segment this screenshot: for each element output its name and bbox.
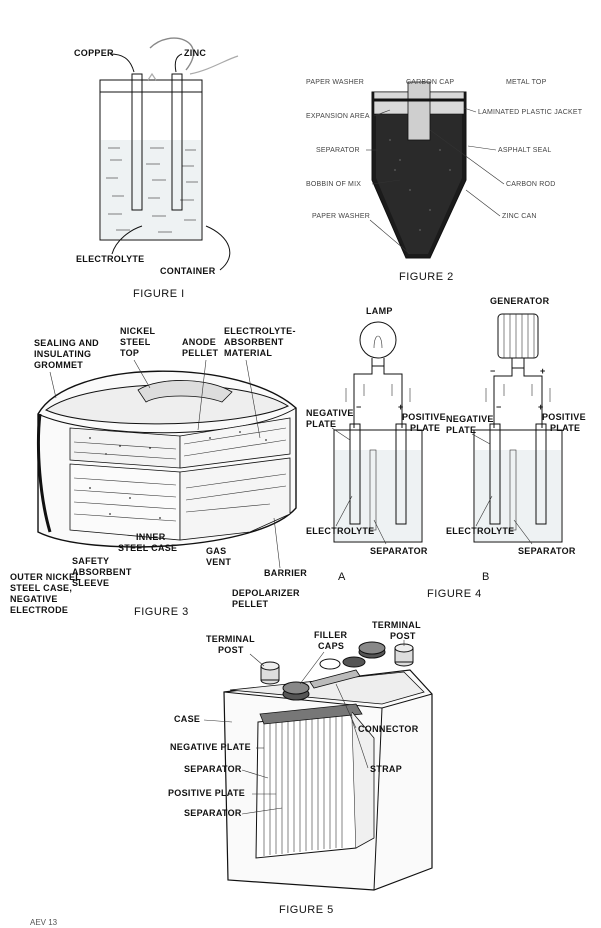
- outer-case-label-3: NEGATIVE: [10, 594, 58, 604]
- terminal-post-left-label-2: POST: [218, 645, 244, 655]
- electrolyte-material-label-2: ABSORBENT: [224, 337, 284, 347]
- positive-plate-a-label-2: PLATE: [410, 423, 440, 433]
- outer-case-label-1: OUTER NICKEL: [10, 572, 81, 582]
- lamp-label: LAMP: [366, 306, 393, 316]
- separator-label-fig2: SEPARATOR: [316, 147, 360, 154]
- barrier: [180, 458, 290, 540]
- terminal-post-right-icon: [395, 644, 413, 666]
- copper-label: COPPER: [74, 48, 114, 58]
- electrolyte-liquid: [101, 140, 201, 239]
- generator-label: GENERATOR: [490, 296, 550, 306]
- negative-plate-a-label-1: NEGATIVE: [306, 408, 354, 418]
- separator-a-label: SEPARATOR: [370, 546, 428, 556]
- electrolyte-b-label: ELECTROLYTE: [446, 526, 514, 536]
- terminal-post-left-icon: [261, 662, 279, 684]
- asphalt-seal-label: ASPHALT SEAL: [498, 147, 552, 154]
- bobbin-of-mix-label: BOBBIN OF MIX: [306, 181, 361, 188]
- figure-4a-letter: A: [338, 571, 346, 583]
- figure-3-caption: FIGURE 3: [134, 606, 189, 618]
- svg-text:−: −: [496, 402, 502, 412]
- figure-3-diagram: SEALING AND INSULATING GROMMET NICKEL ST…: [10, 318, 310, 620]
- metal-top-label: METAL TOP: [506, 79, 547, 86]
- case-label: CASE: [174, 714, 200, 724]
- filler-caps-label-2: CAPS: [318, 641, 344, 651]
- svg-text:+: +: [398, 402, 404, 412]
- barrier-label: BARRIER: [264, 568, 307, 578]
- carbon-cap: [408, 82, 430, 140]
- sealing-grommet-label-1: SEALING AND: [34, 338, 99, 348]
- anode-pellet-label-2: PELLET: [182, 348, 219, 358]
- nickel-steel-top-label-2: STEEL: [120, 337, 151, 347]
- svg-text:+: +: [538, 402, 544, 412]
- sealing-grommet-label-3: GROMMET: [34, 360, 83, 370]
- figure-4a-diagram: LAMP − + NEGATIVE PLATE POSITIVE PLATE E…: [306, 300, 456, 590]
- outer-case-label-2: STEEL CASE,: [10, 583, 72, 593]
- terminal-post-left-label-1: TERMINAL: [206, 634, 255, 644]
- lamp-bulb: [360, 322, 396, 358]
- terminal-post-right-label-1: TERMINAL: [372, 620, 421, 630]
- inner-steel-case-label-2: STEEL CASE: [118, 543, 177, 553]
- separator-1-label-fig5: SEPARATOR: [184, 764, 242, 774]
- figure-1-caption: FIGURE I: [133, 288, 185, 300]
- negative-plate-b-label-1: NEGATIVE: [446, 414, 494, 424]
- svg-text:−: −: [356, 402, 362, 412]
- figure-4b-letter: B: [482, 571, 490, 583]
- connector-label: CONNECTOR: [358, 724, 419, 734]
- nickel-steel-top-label-3: TOP: [120, 348, 139, 358]
- depolarizer-pellet-label-1: DEPOLARIZER: [232, 588, 300, 598]
- figure-2-caption: FIGURE 2: [399, 271, 454, 283]
- paper-washer-top-label: PAPER WASHER: [306, 79, 364, 86]
- nickel-steel-top-label-1: NICKEL: [120, 326, 156, 336]
- safety-sleeve-label-1: SAFETY: [72, 556, 109, 566]
- depolarizer-pellet: [70, 464, 180, 540]
- figure-5-diagram: TERMINAL POST FILLER CAPS TERMINAL POST …: [160, 618, 460, 904]
- negative-plate-b-label-2: PLATE: [446, 425, 476, 435]
- positive-plate-b-label-2: PLATE: [550, 423, 580, 433]
- figure-4-caption: FIGURE 4: [427, 588, 482, 600]
- figure-2-diagram: PAPER WASHER CARBON CAP METAL TOP EXPANS…: [290, 70, 590, 270]
- negative-plate-a-label-2: PLATE: [306, 419, 336, 429]
- separator-2-label-fig5: SEPARATOR: [184, 808, 242, 818]
- carbon-rod-label: CARBON ROD: [506, 181, 555, 188]
- zinc-can-label: ZINC CAN: [502, 213, 537, 220]
- electrolyte-material-label-3: MATERIAL: [224, 348, 272, 358]
- terminal-post-right-label-2: POST: [390, 631, 416, 641]
- negative-plate-label-fig5: NEGATIVE PLATE: [170, 742, 251, 752]
- figure-5-caption: FIGURE 5: [279, 904, 334, 916]
- electrolyte-material-label-1: ELECTROLYTE-: [224, 326, 296, 336]
- electrolyte-label: ELECTROLYTE: [76, 254, 144, 264]
- page-footer-code: AEV 13: [30, 918, 57, 927]
- outer-case-label-4: ELECTRODE: [10, 605, 68, 615]
- gas-vent-label-2: VENT: [206, 557, 231, 567]
- filler-caps-label-1: FILLER: [314, 630, 347, 640]
- electrolyte-a-label: ELECTROLYTE: [306, 526, 374, 536]
- container-label: CONTAINER: [160, 266, 216, 276]
- zinc-label: ZINC: [184, 48, 206, 58]
- positive-plate-b-label-1: POSITIVE: [542, 412, 586, 422]
- positive-plate-a-label-1: POSITIVE: [402, 412, 446, 422]
- expansion-area-label: EXPANSION AREA: [306, 113, 370, 120]
- paper-washer-bottom-label: PAPER WASHER: [312, 213, 370, 220]
- carbon-cap-label: CARBON CAP: [406, 79, 454, 86]
- laminated-jacket-label: LAMINATED PLASTIC JACKET: [478, 109, 583, 116]
- figure-4b-diagram: GENERATOR − + − + NEGATIVE PLATE POSITIV…: [446, 290, 596, 590]
- separator-b-label: SEPARATOR: [518, 546, 576, 556]
- positive-plate-label-fig5: POSITIVE PLATE: [168, 788, 245, 798]
- anode-pellet-label-1: ANODE: [182, 337, 216, 347]
- svg-text:+: +: [540, 366, 546, 376]
- sealing-grommet-label-2: INSULATING: [34, 349, 91, 359]
- strap-label: STRAP: [370, 764, 402, 774]
- inner-steel-case-label-1: INNER: [136, 532, 166, 542]
- svg-text:−: −: [490, 366, 496, 376]
- figure-1-diagram: COPPER ZINC ELECTROLYTE CONTAINER: [60, 30, 260, 280]
- depolarizer-pellet-label-2: PELLET: [232, 599, 269, 609]
- gas-vent-label-1: GAS: [206, 546, 226, 556]
